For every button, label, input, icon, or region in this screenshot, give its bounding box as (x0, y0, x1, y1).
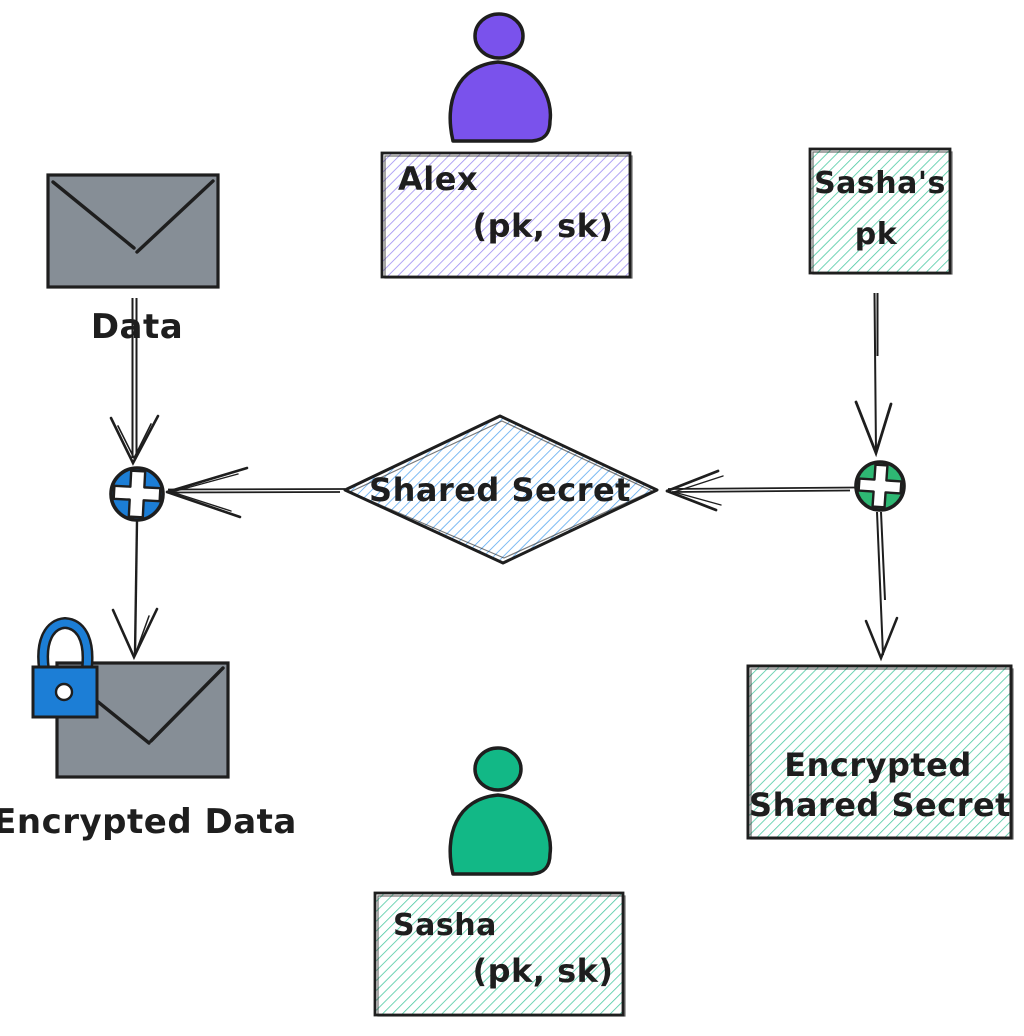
arrow-shaft (667, 486, 856, 493)
alex-card (380, 151, 632, 279)
arrow-shaft (167, 488, 346, 494)
shared-secret-diamond-sketch-stroke (349, 420, 653, 559)
sasha-pk-card-sketch-stroke (812, 151, 953, 275)
sasha-keys-label: (pk, sk) (472, 952, 613, 990)
plus-icon (112, 469, 162, 519)
arrow-head (665, 469, 720, 512)
combine-encrypt-secret (854, 460, 906, 512)
arrow-shaft (133, 520, 139, 655)
arrow-shaft (131, 298, 138, 458)
sasha-pk-label-line1: Sasha's (814, 166, 946, 201)
arrow-head-sketch (171, 473, 239, 512)
data-label: Data (91, 307, 183, 347)
node-encrypted-data: Encrypted Data (0, 616, 297, 842)
arrow-pk-to-combine (854, 292, 893, 458)
arrow-head (864, 616, 899, 662)
arrow-shaft (876, 511, 886, 656)
envelope-flap (51, 179, 215, 254)
arrow-combine-right-to-secret (665, 469, 856, 512)
arrow-combine-to-encrypted-secret (864, 511, 899, 662)
node-sasha-pk: Sasha's pk (808, 147, 953, 275)
sasha-pk-label-line2: pk (855, 217, 898, 252)
encrypted-secret-label-line1: Encrypted (784, 746, 972, 784)
encrypted-secret-card-sketch-stroke (750, 668, 1014, 840)
padlock-shackle (39, 619, 92, 673)
arrow-head (111, 607, 159, 661)
node-data (46, 173, 220, 289)
person-head (473, 746, 523, 792)
actor-alex: Alex (pk, sk) (380, 12, 633, 279)
sasha-card-sketch-stroke (377, 895, 626, 1017)
arrow-head-sketch (135, 615, 150, 653)
alex-name-label: Alex (398, 160, 478, 198)
shared-secret-label: Shared Secret (369, 471, 631, 509)
arrow-secret-to-combine-left (165, 466, 346, 519)
sasha-card (373, 891, 625, 1017)
arrow-head-sketch (117, 423, 152, 460)
actor-sasha: Sasha (pk, sk) (373, 746, 626, 1017)
arrow-data-to-combine (109, 298, 160, 466)
node-shared-secret: Shared Secret (343, 414, 659, 565)
shared-secret-diamond (343, 414, 659, 565)
arrow-head (109, 414, 160, 466)
alex-card-sketch-stroke (384, 155, 633, 279)
arrow-combine-to-encrypted-data (111, 520, 159, 661)
arrow-head-sketch (673, 475, 724, 506)
person-icon (448, 12, 553, 143)
alex-keys-label: (pk, sk) (472, 207, 613, 245)
encrypted-secret-card (746, 664, 1013, 840)
person-body (448, 60, 553, 143)
person-icon (448, 746, 553, 876)
arrow-head (165, 466, 249, 519)
sasha-name-label: Sasha (393, 908, 497, 943)
padlock-keyhole (54, 682, 74, 702)
encrypted-data-label: Encrypted Data (0, 802, 297, 842)
arrow-head (854, 400, 893, 458)
person-head (473, 12, 525, 60)
sasha-pk-card (808, 147, 952, 275)
plus-icon (857, 463, 903, 509)
combine-encrypt-data (109, 466, 165, 522)
envelope-body (46, 173, 220, 289)
encrypted-secret-label-line2: Shared Secret (749, 786, 1011, 824)
arrow-shaft (873, 292, 879, 453)
person-body (448, 793, 553, 876)
envelope-icon (46, 173, 220, 289)
padlock-icon (31, 616, 99, 719)
node-encrypted-shared-secret: Encrypted Shared Secret (746, 664, 1014, 840)
